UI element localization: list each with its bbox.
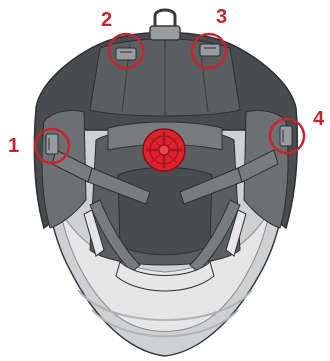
front-left-clip	[116, 48, 136, 60]
callout-number-3: 3	[216, 6, 227, 28]
callout-number-4: 4	[313, 108, 325, 130]
front-right-clip	[200, 44, 220, 56]
callout-number-2: 2	[101, 9, 112, 31]
d-ring-icon	[150, 10, 180, 40]
callout-number-1: 1	[8, 135, 19, 157]
right-side-clip	[280, 126, 292, 146]
crown-pad-inner	[118, 168, 212, 255]
adjustment-dial-icon	[143, 129, 185, 171]
left-side-clip	[46, 134, 58, 154]
